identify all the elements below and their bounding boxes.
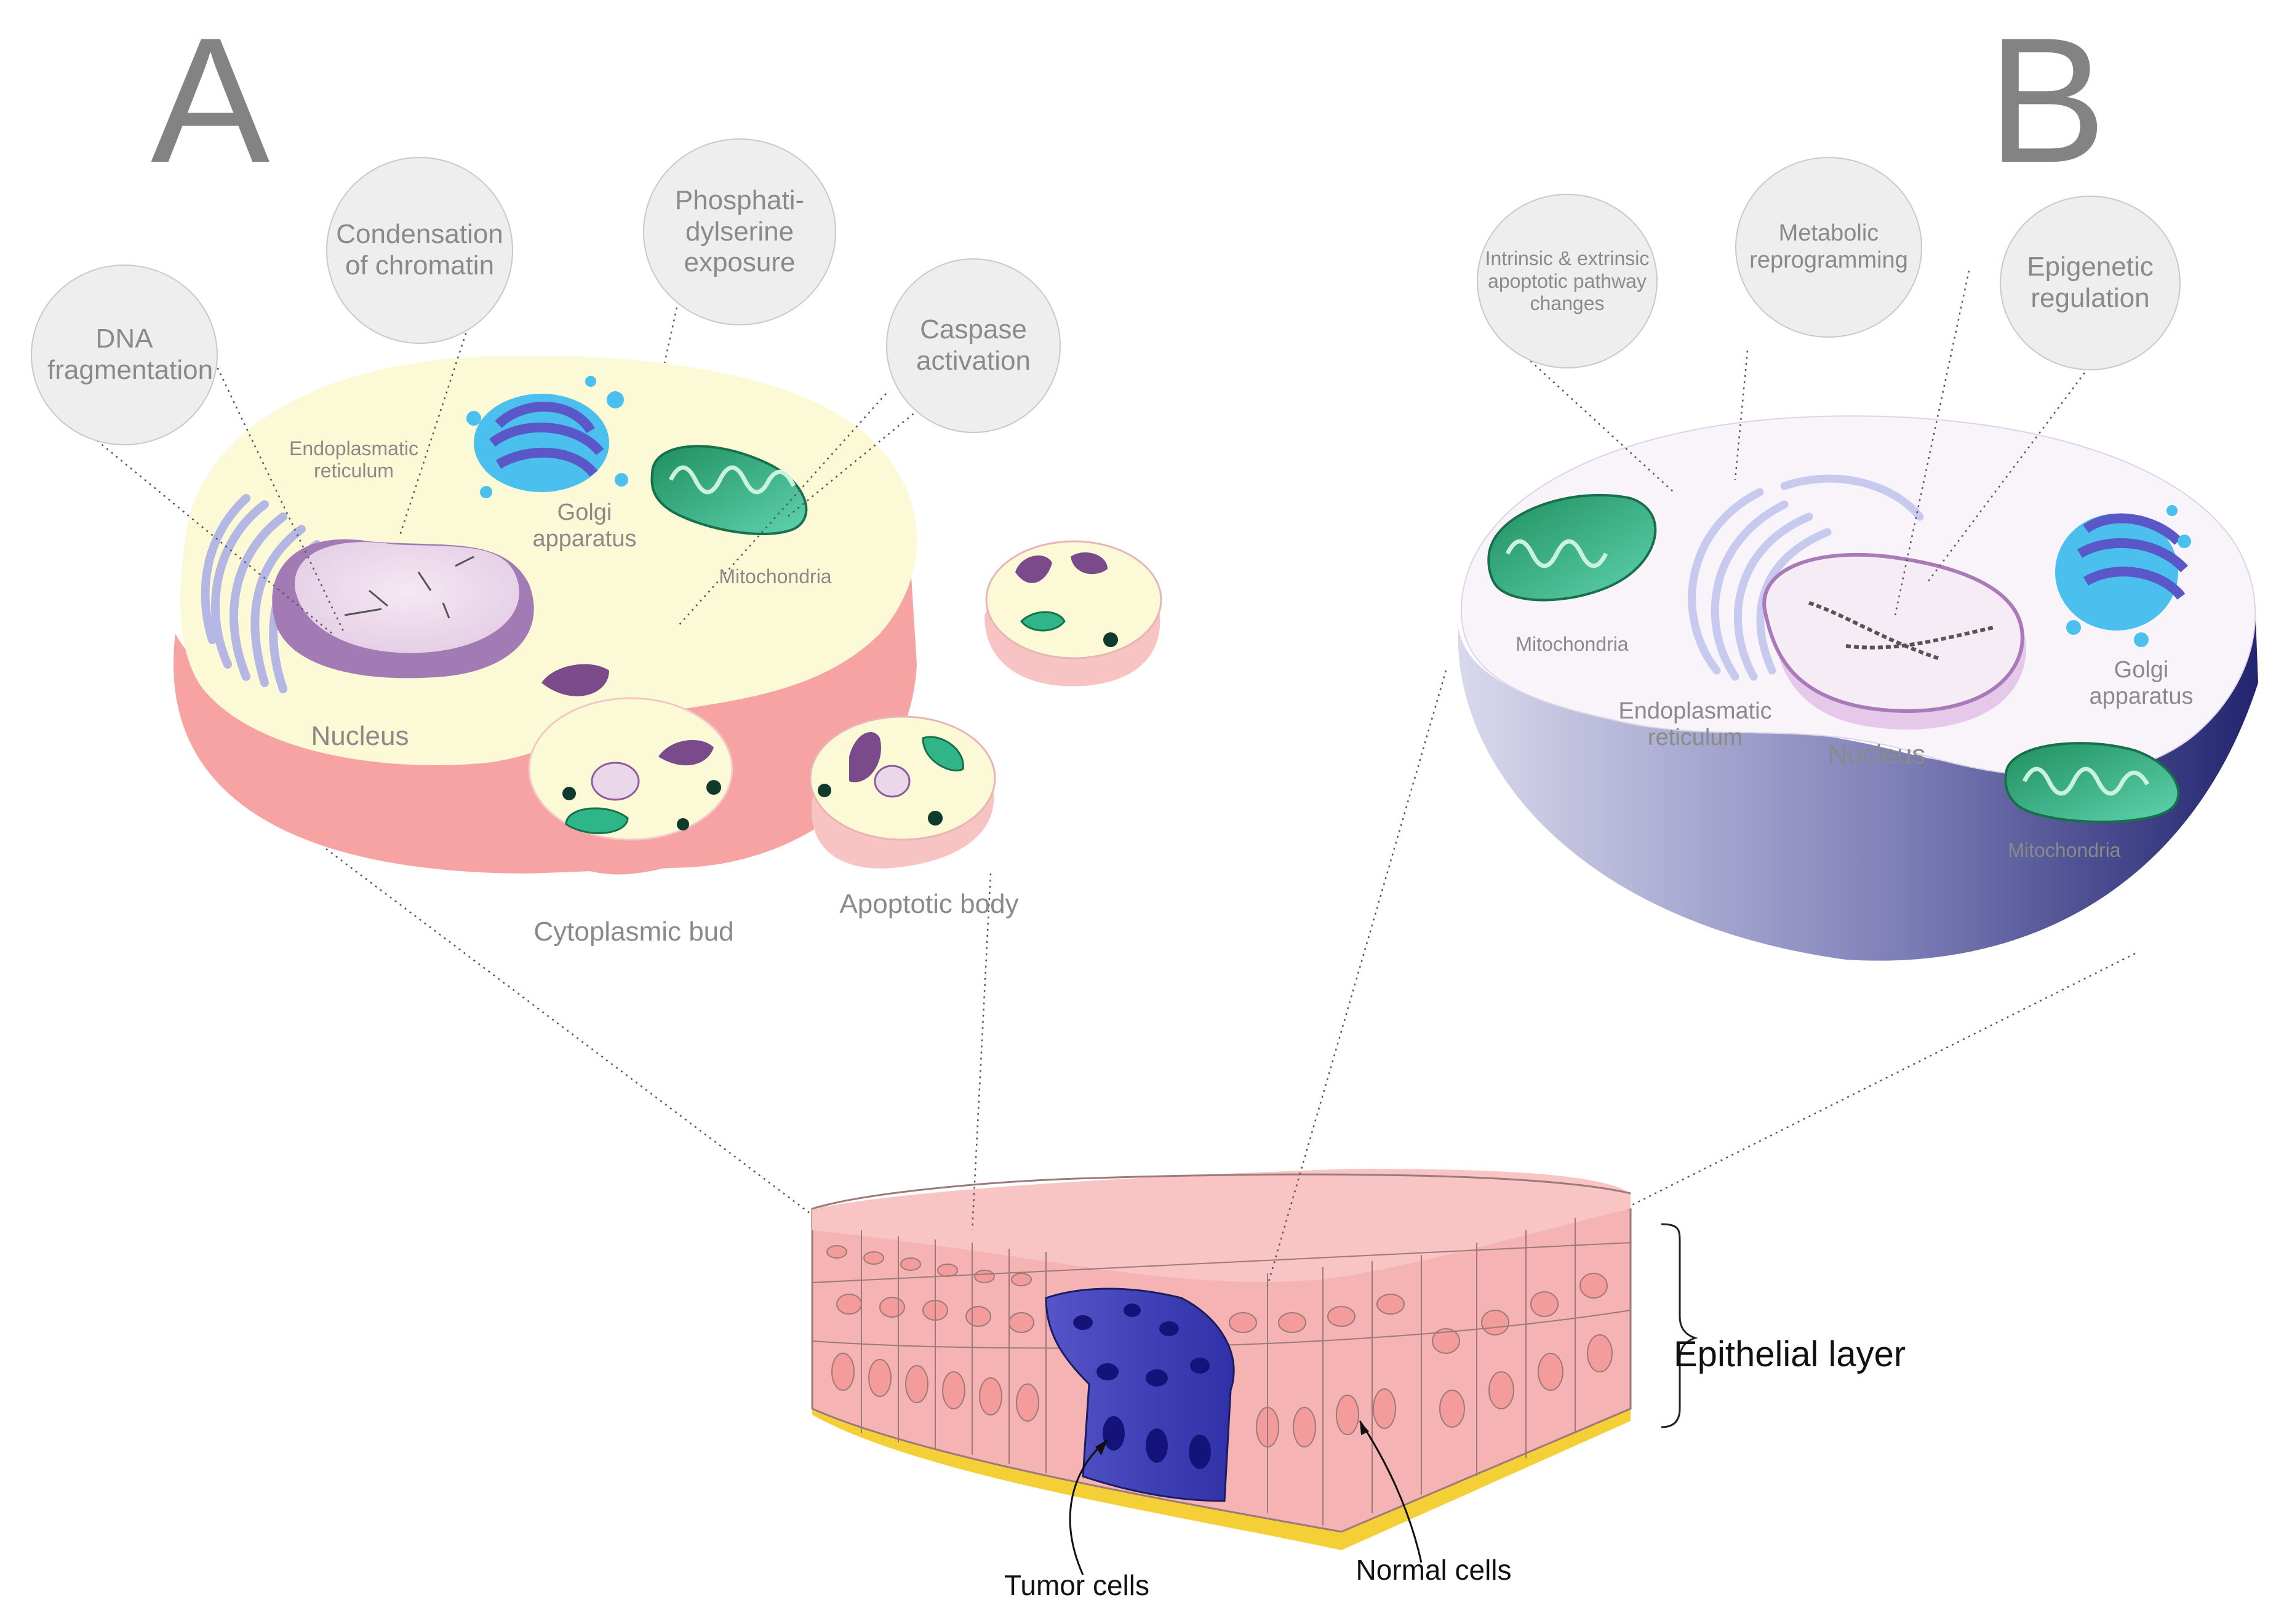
apoptotic-body-2: [984, 540, 1162, 687]
pointer-arrows: [1069, 1420, 1423, 1575]
panel-letter-b: B: [1987, 1, 2107, 200]
panel-a-cell: [173, 356, 1162, 875]
epithelial-bracket: [1661, 1223, 1698, 1428]
tissue-block: [811, 1169, 1632, 1550]
label-er-b: Endoplasmatic reticulum: [1618, 698, 1772, 750]
tumor-cells-cluster: [1045, 1288, 1235, 1502]
label-mitochondria-b-right: Mitochondria: [2008, 839, 2121, 861]
label-golgi-b: Golgi apparatus: [2089, 657, 2194, 709]
label-epithelial-layer: Epithelial layer: [1674, 1334, 1906, 1374]
label-mitochondria-a: Mitochondria: [719, 565, 832, 587]
label-normal-cells: Normal cells: [1356, 1554, 1512, 1586]
bubble-condensation-chromatin: Condensation of chromatin: [326, 157, 513, 344]
cytoplasmic-bud: [528, 664, 733, 875]
mitochondria-b-left: [1487, 493, 1657, 602]
bubble-caspase-activation: Caspase activation: [886, 258, 1061, 433]
label-golgi-a: Golgi apparatus: [532, 500, 637, 552]
golgi-b: [2055, 505, 2191, 647]
apoptotic-body-1: [809, 715, 996, 869]
tissue-top: [812, 1169, 1631, 1282]
label-tumor-cells: Tumor cells: [1004, 1569, 1149, 1601]
mitochondria-a: [650, 445, 808, 536]
label-cytoplasmic-bud: Cytoplasmic bud: [533, 917, 734, 947]
nucleus-a: [272, 539, 534, 679]
nucleus-b: [1762, 552, 2027, 730]
label-nucleus-a: Nucleus: [311, 721, 409, 751]
bubble-phosphatidylserine: Phosphati- dylserine exposure: [643, 138, 836, 325]
bubble-metabolic-reprogramming: Metabolic reprogramming: [1735, 157, 1922, 338]
cell-b-side: [1458, 603, 2258, 961]
panel-letter-a: A: [151, 1, 270, 200]
panel-b-cell: [1458, 415, 2258, 961]
golgi-a: [466, 376, 628, 498]
bubble-apoptotic-pathway: Intrinsic & extrinsic apoptotic pathway …: [1477, 194, 1658, 368]
bubble-epigenetic-regulation: Epigenetic regulation: [2000, 196, 2181, 370]
label-er-a: Endoplasmatic reticulum: [289, 437, 418, 482]
bubble-dna-fragmentation: DNA fragmentation: [31, 265, 218, 445]
label-nucleus-b: Nucleus: [1827, 739, 1926, 770]
connector-lines: [92, 233, 2136, 1286]
label-mitochondria-b-left: Mitochondria: [1515, 633, 1629, 655]
label-apoptotic-body: Apoptotic body: [839, 889, 1019, 919]
mitochondria-b-right: [2004, 742, 2180, 824]
basement-membrane: [812, 1409, 1631, 1550]
